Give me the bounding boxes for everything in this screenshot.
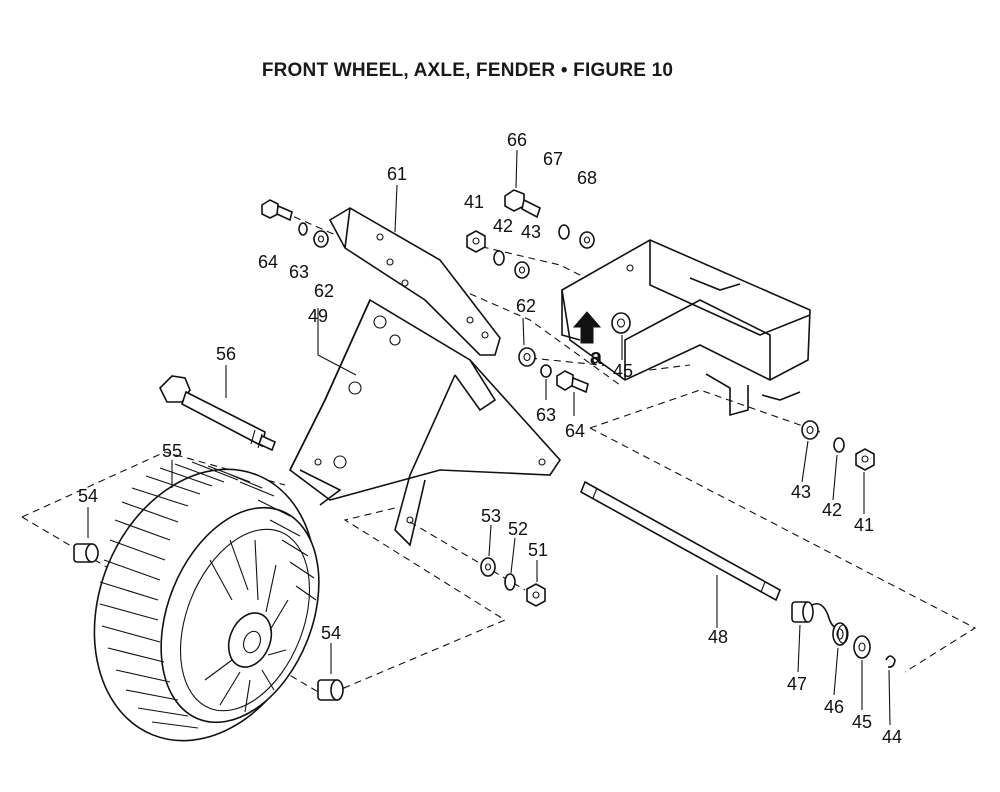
callout-41-right: 41 xyxy=(854,515,874,535)
pivot-bolt-56 xyxy=(159,375,277,452)
nut-41-right xyxy=(855,448,875,471)
nut-51 xyxy=(526,583,546,607)
lockwasher-42-right xyxy=(833,437,845,453)
callout-42-upper: 42 xyxy=(493,216,513,236)
washer-53 xyxy=(480,557,496,577)
callout-56: 56 xyxy=(216,344,236,364)
callout-62-upper: 62 xyxy=(314,281,334,301)
bolt-64-middle xyxy=(556,370,589,394)
wheel-spokes xyxy=(204,539,289,713)
callout-44: 44 xyxy=(882,727,902,747)
axle-48 xyxy=(579,480,782,602)
washer-62-middle xyxy=(518,347,536,367)
spacer-54-right xyxy=(317,679,344,701)
callout-42-right: 42 xyxy=(822,500,842,520)
bolt-66 xyxy=(504,189,541,219)
fender-bracket-61 xyxy=(328,207,501,356)
callout-45-lower: 45 xyxy=(852,712,872,732)
callout-63-middle: 63 xyxy=(536,405,556,425)
callout-47: 47 xyxy=(787,674,807,694)
fender-49 xyxy=(288,298,562,547)
washer-45-lower xyxy=(853,635,871,659)
washer-45-upper xyxy=(611,312,631,334)
figure-title: FRONT WHEEL, AXLE, FENDER • FIGURE 10 xyxy=(261,60,674,81)
callout-43-upper: 43 xyxy=(521,222,541,242)
callout-46: 46 xyxy=(824,697,844,717)
callout-labels: 66 67 68 61 41 42 43 64 63 62 49 62 45 5… xyxy=(78,130,902,747)
lockwasher-63-middle xyxy=(540,364,552,378)
frame-bracket xyxy=(561,239,811,417)
spacer-54-left xyxy=(73,543,99,563)
spring-46 xyxy=(811,602,849,646)
leader-lines xyxy=(87,149,891,726)
bushing-47 xyxy=(791,601,814,623)
callout-51: 51 xyxy=(528,540,548,560)
callout-64-upper: 64 xyxy=(258,252,278,272)
washer-68 xyxy=(579,231,595,249)
callout-43-right: 43 xyxy=(791,482,811,502)
tire-tread xyxy=(99,461,317,729)
view-arrow xyxy=(572,311,602,344)
washer-62-upper xyxy=(313,230,329,248)
callout-53: 53 xyxy=(481,506,501,526)
callout-64-middle: 64 xyxy=(565,421,585,441)
callout-61: 61 xyxy=(387,164,407,184)
lockwasher-63-upper xyxy=(298,222,308,236)
washer-43-right xyxy=(801,420,819,440)
callout-52: 52 xyxy=(508,519,528,539)
callout-62-middle: 62 xyxy=(516,296,536,316)
callout-45-upper: 45 xyxy=(613,361,633,381)
lockwasher-52 xyxy=(504,573,516,591)
callout-67: 67 xyxy=(543,149,563,169)
hardware-parts xyxy=(73,189,896,701)
nut-41-upper xyxy=(466,230,486,253)
view-marker-a: a xyxy=(590,344,603,369)
retaining-clip-44 xyxy=(885,655,896,668)
front-wheel-55 xyxy=(93,461,320,742)
callout-41-upper: 41 xyxy=(464,192,484,212)
callout-48: 48 xyxy=(708,627,728,647)
washer-43-upper xyxy=(514,261,530,279)
callout-54-left: 54 xyxy=(78,486,98,506)
callout-66: 66 xyxy=(507,130,527,150)
lockwasher-42-upper xyxy=(493,250,505,266)
callout-49: 49 xyxy=(308,306,328,326)
bolt-64-upper xyxy=(261,199,293,222)
lockwasher-67 xyxy=(558,224,570,240)
callout-68: 68 xyxy=(577,168,597,188)
callout-55: 55 xyxy=(162,441,182,461)
callout-63-upper: 63 xyxy=(289,262,309,282)
callout-54-right: 54 xyxy=(321,623,341,643)
